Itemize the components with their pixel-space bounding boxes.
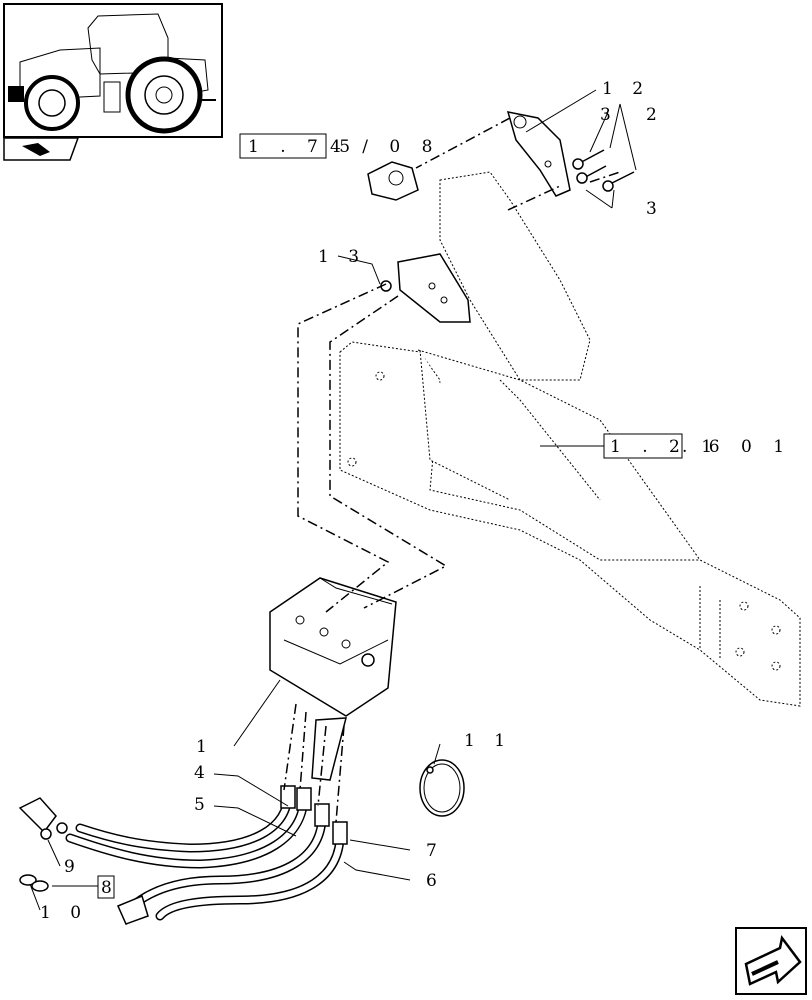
callout-1: 1 xyxy=(196,737,214,757)
callout-labels: 1 2 3 3 4 5 6 7 9 1 0 1 1 1 2 1 3 xyxy=(40,79,664,923)
reference-1-21[interactable]: 1 . 2 1 . 6 0 1 xyxy=(603,433,792,459)
callout-9: 9 xyxy=(64,857,82,877)
leader-lines xyxy=(29,89,637,911)
callout-2: 2 xyxy=(646,105,664,125)
assembly-lines xyxy=(283,117,621,823)
next-page-button[interactable] xyxy=(735,927,807,995)
callout-5: 5 xyxy=(194,795,212,815)
svg-text:1 . 7 5: 1 . 7 5 xyxy=(248,137,358,157)
svg-text:1 . 2 1: 1 . 2 1 xyxy=(610,437,720,457)
callout-11: 1 1 xyxy=(464,731,512,751)
bracket-plate xyxy=(506,111,571,197)
clamp-part xyxy=(367,161,419,201)
callout-3a: 3 xyxy=(600,105,618,125)
svg-text:4 / 0 8: 4 / 0 8 xyxy=(330,137,440,157)
callout-12: 1 2 xyxy=(602,79,650,99)
callout-3b: 3 xyxy=(646,199,664,219)
callout-7: 7 xyxy=(426,841,444,861)
hydraulic-hoses xyxy=(18,785,348,925)
callout-13: 1 3 xyxy=(318,247,366,267)
svg-text:. 6 0 1: . 6 0 1 xyxy=(682,437,792,457)
navigation-tab[interactable] xyxy=(3,137,80,161)
mount-block xyxy=(380,253,471,323)
loader-frame xyxy=(339,171,801,707)
tractor-thumbnail[interactable] xyxy=(3,3,223,138)
bolt-set xyxy=(572,149,635,192)
callout-4: 4 xyxy=(194,763,212,783)
reference-8[interactable]: 8 xyxy=(97,875,119,899)
snap-ring xyxy=(419,759,465,817)
valve-block xyxy=(269,577,397,781)
callout-10: 1 0 xyxy=(40,903,88,923)
reference-1-75[interactable]: 1 . 7 5 4 / 0 8 xyxy=(239,133,440,159)
callout-6: 6 xyxy=(426,871,444,891)
svg-text:8: 8 xyxy=(101,878,119,898)
